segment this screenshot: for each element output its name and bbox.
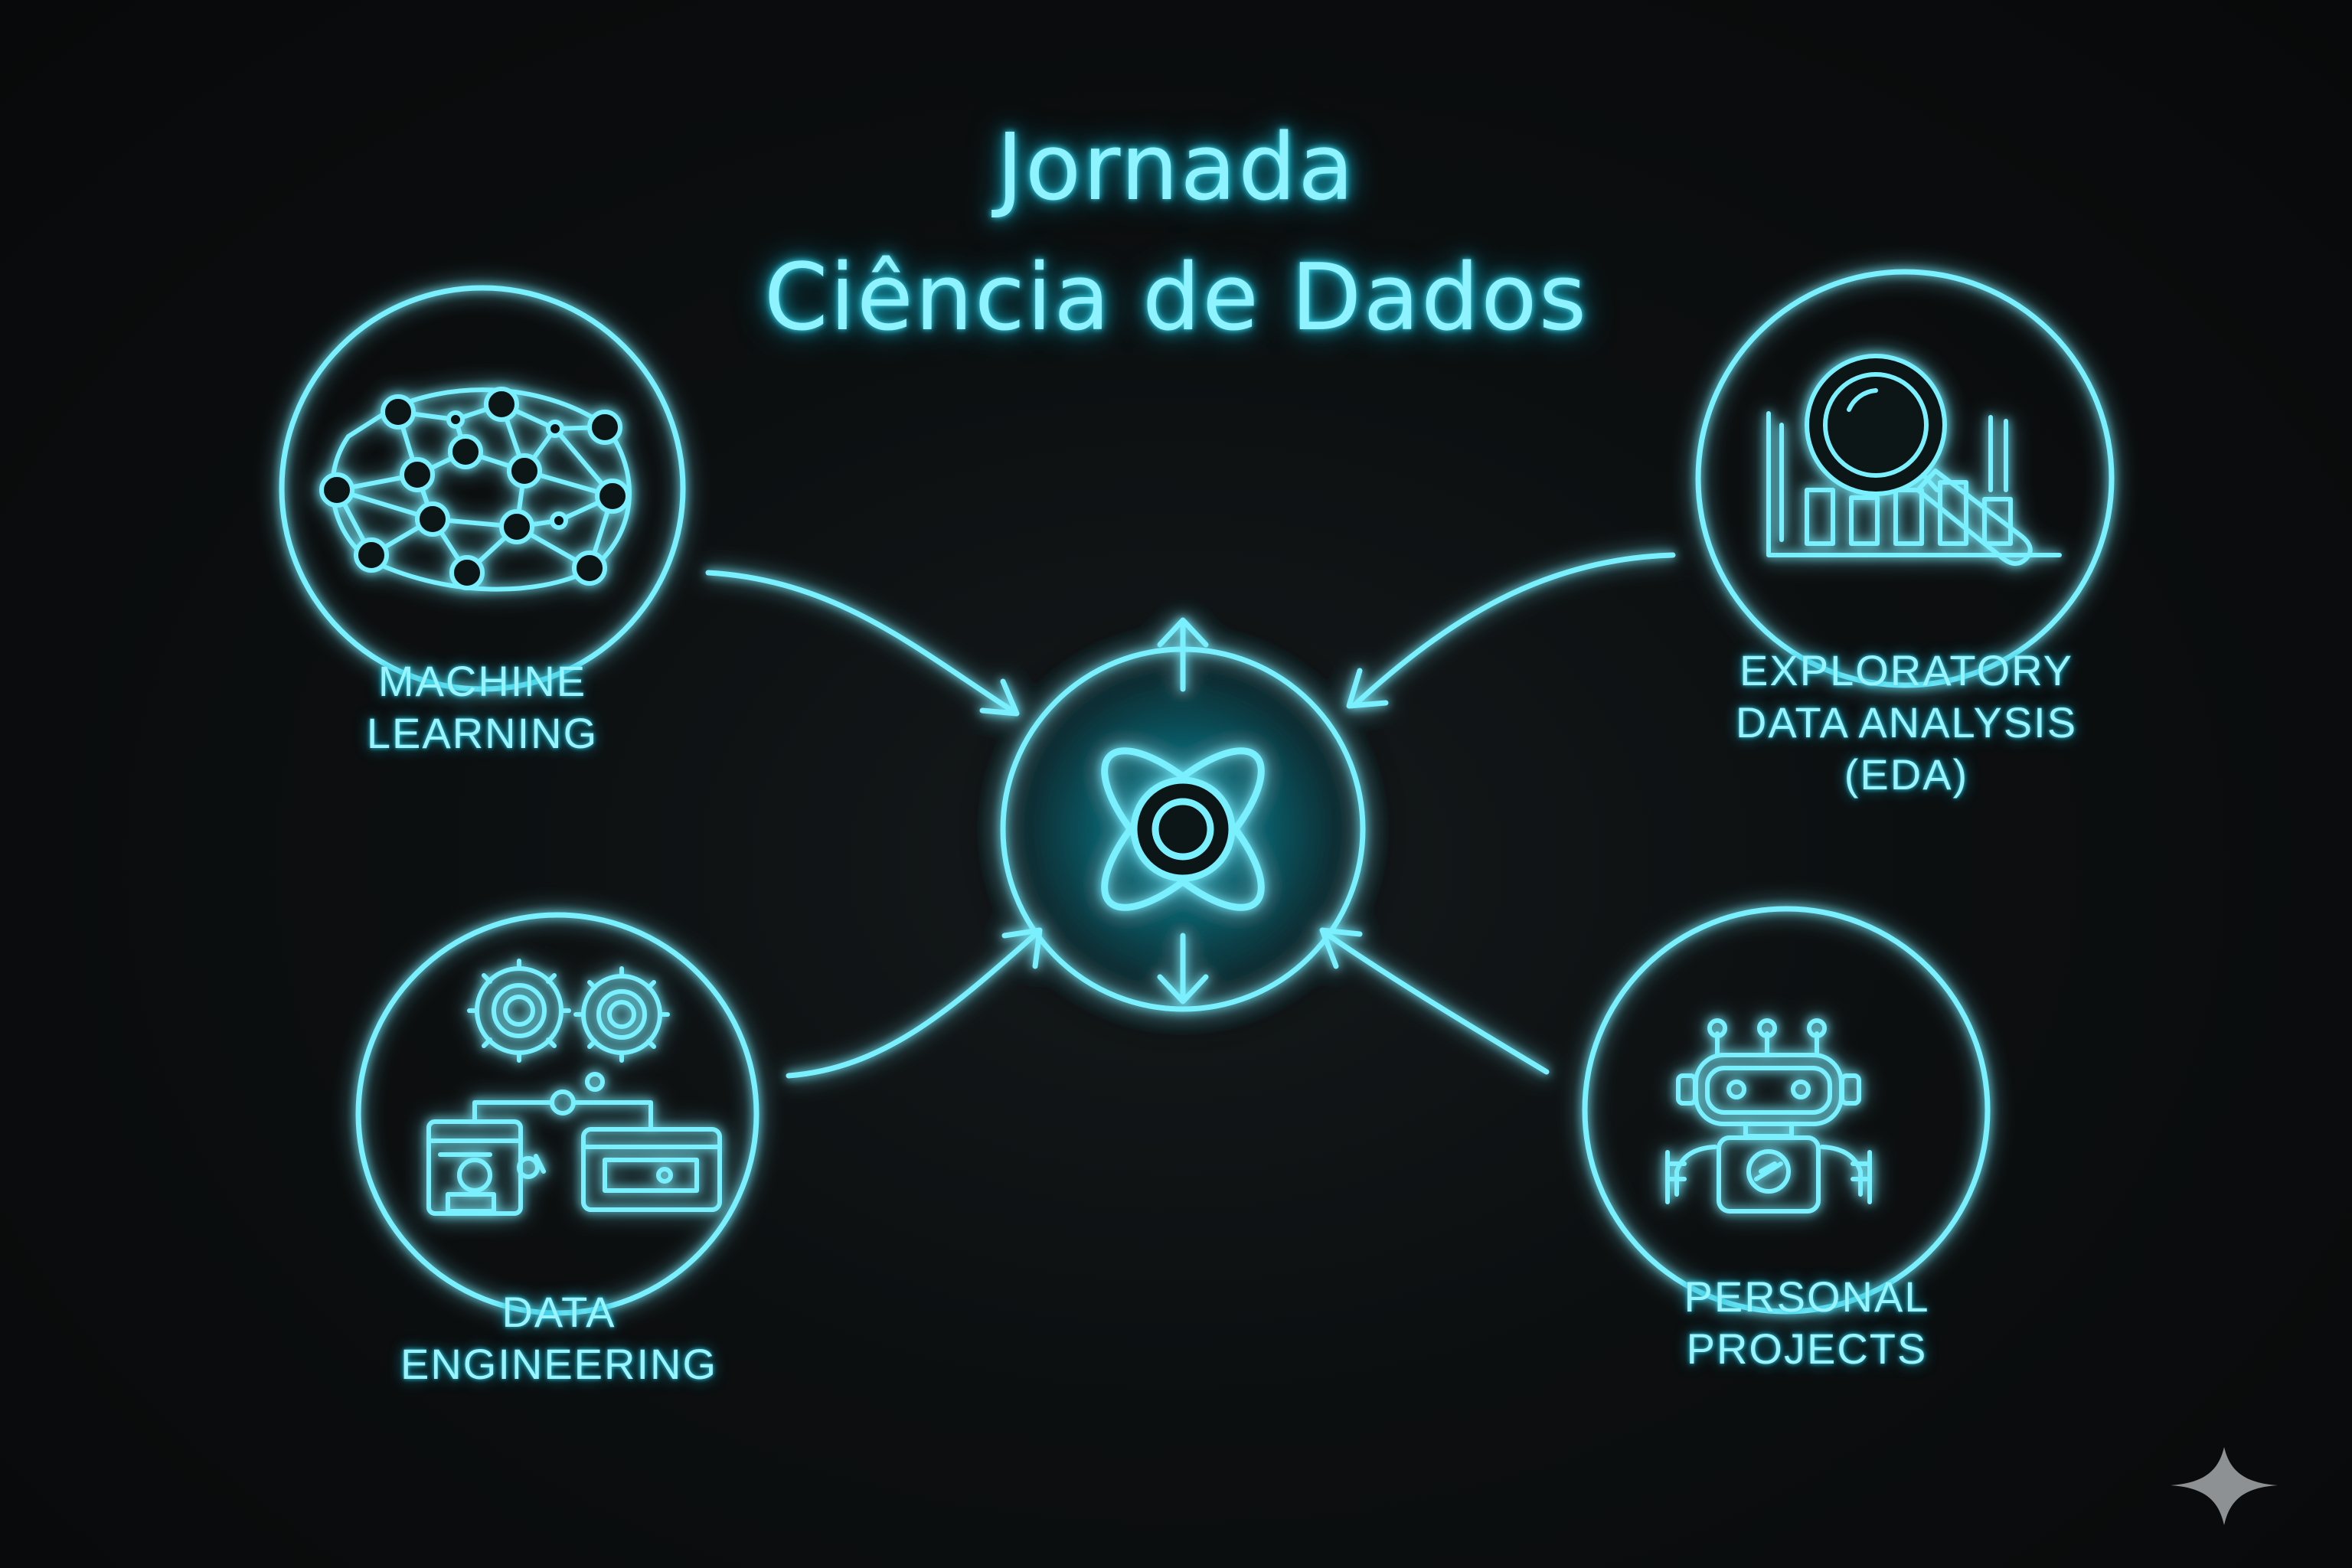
- arrow-eda-to-hub: [1346, 552, 1676, 709]
- hub-node: [953, 599, 1413, 1059]
- robot-icon: [1665, 1018, 1872, 1214]
- arrow-pp-to-hub: [1319, 927, 1550, 1075]
- arrow-de-to-hub: [786, 927, 1043, 1079]
- eda-label-line-1: EXPLORATORY: [1740, 646, 2073, 694]
- hub-up-arrow: [1157, 617, 1209, 692]
- data-engineering-ring: [355, 912, 760, 1316]
- eda-node: [1695, 269, 2115, 688]
- eda-label-line-3: (EDA): [1844, 750, 1969, 799]
- data-engineering-label-line-2: ENGINEERING: [400, 1340, 718, 1388]
- personal-projects-label-line-1: PERSONAL: [1684, 1272, 1930, 1321]
- arrow-ml-to-hub: [705, 570, 1020, 717]
- personal-projects-label-line-2: PROJECTS: [1686, 1325, 1928, 1373]
- machine-learning-label: MACHINE LEARNING: [253, 655, 712, 760]
- data-engineering-label: DATA ENGINEERING: [306, 1286, 812, 1390]
- neural-network-icon: [319, 387, 632, 592]
- machine-learning-label-line-1: MACHINE: [377, 657, 587, 705]
- personal-projects-node: [1582, 906, 1991, 1315]
- machine-learning-ring: [279, 285, 686, 692]
- data-engineering-node: [355, 912, 760, 1316]
- machine-learning-node: [279, 285, 686, 692]
- eda-label-line-2: DATA ANALYSIS: [1735, 698, 2078, 746]
- title-line-1: Jornada: [996, 115, 1356, 221]
- hub-rings-icon: [1101, 747, 1265, 911]
- eda-label: EXPLORATORY DATA ANALYSIS (EDA): [1638, 645, 2174, 801]
- machine-learning-label-line-2: LEARNING: [366, 709, 599, 757]
- sparkle-icon: [2171, 1447, 2278, 1525]
- data-engineering-label-line-1: DATA: [501, 1288, 616, 1336]
- chart-magnifier-icon: [1766, 354, 2062, 566]
- gears-machines-icon: [426, 959, 722, 1216]
- eda-ring: [1695, 269, 2115, 688]
- hub-down-arrow: [1157, 933, 1209, 1004]
- personal-projects-ring: [1582, 906, 1991, 1315]
- personal-projects-label: PERSONAL PROJECTS: [1554, 1271, 2060, 1375]
- title-line-2: Ciência de Dados: [763, 245, 1589, 351]
